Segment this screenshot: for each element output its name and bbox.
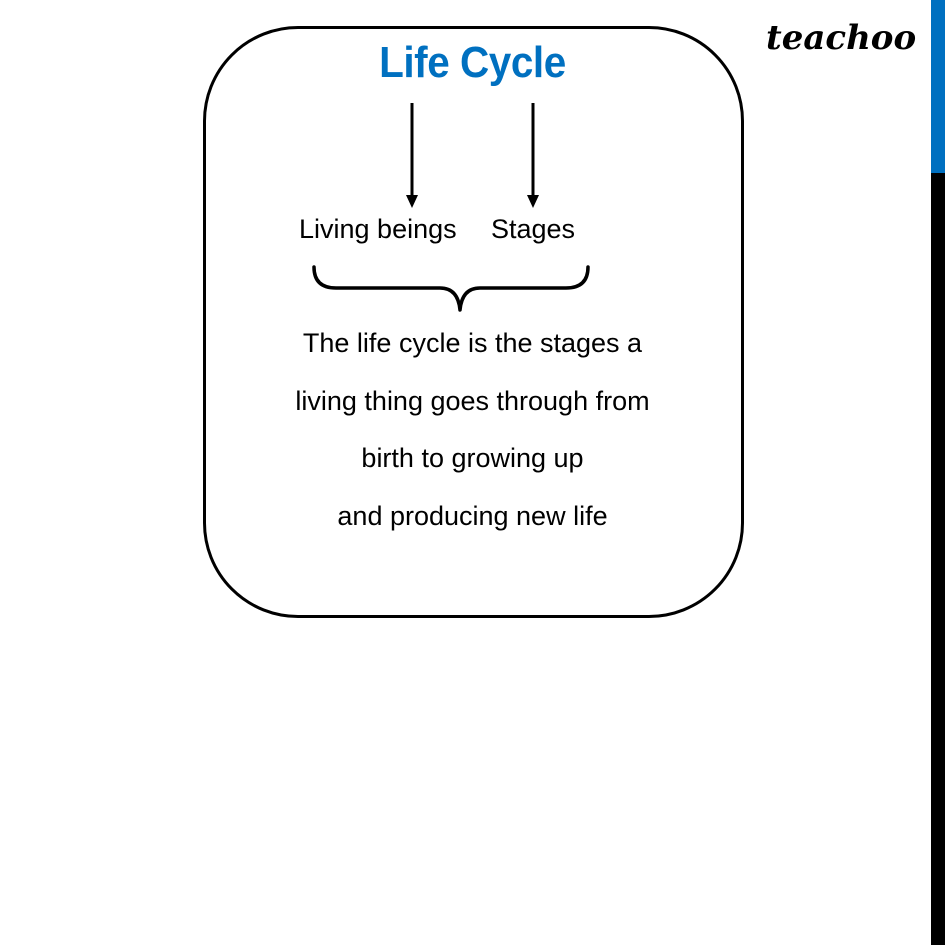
arrow-down-icon bbox=[406, 103, 418, 208]
diagram-title-text: Life Cycle bbox=[379, 38, 566, 87]
sidebar-accent-black bbox=[931, 173, 945, 945]
definition-line: living thing goes through from bbox=[295, 386, 650, 416]
branch-label-stages: Stages bbox=[491, 214, 576, 244]
definition-line: The life cycle is the stages a bbox=[302, 328, 643, 358]
definition-line: birth to growing up bbox=[361, 443, 584, 473]
diagram-title: Life Cycle bbox=[0, 38, 945, 88]
teachoo-logo: teachoo bbox=[766, 18, 917, 58]
branch-label-living-beings: Living beings bbox=[299, 214, 457, 244]
sidebar-accent-blue bbox=[931, 0, 945, 173]
curly-brace-icon bbox=[312, 265, 590, 312]
definition-line: and producing new life bbox=[337, 501, 608, 531]
arrow-down-icon bbox=[527, 103, 539, 208]
diagram-frame bbox=[203, 26, 744, 618]
